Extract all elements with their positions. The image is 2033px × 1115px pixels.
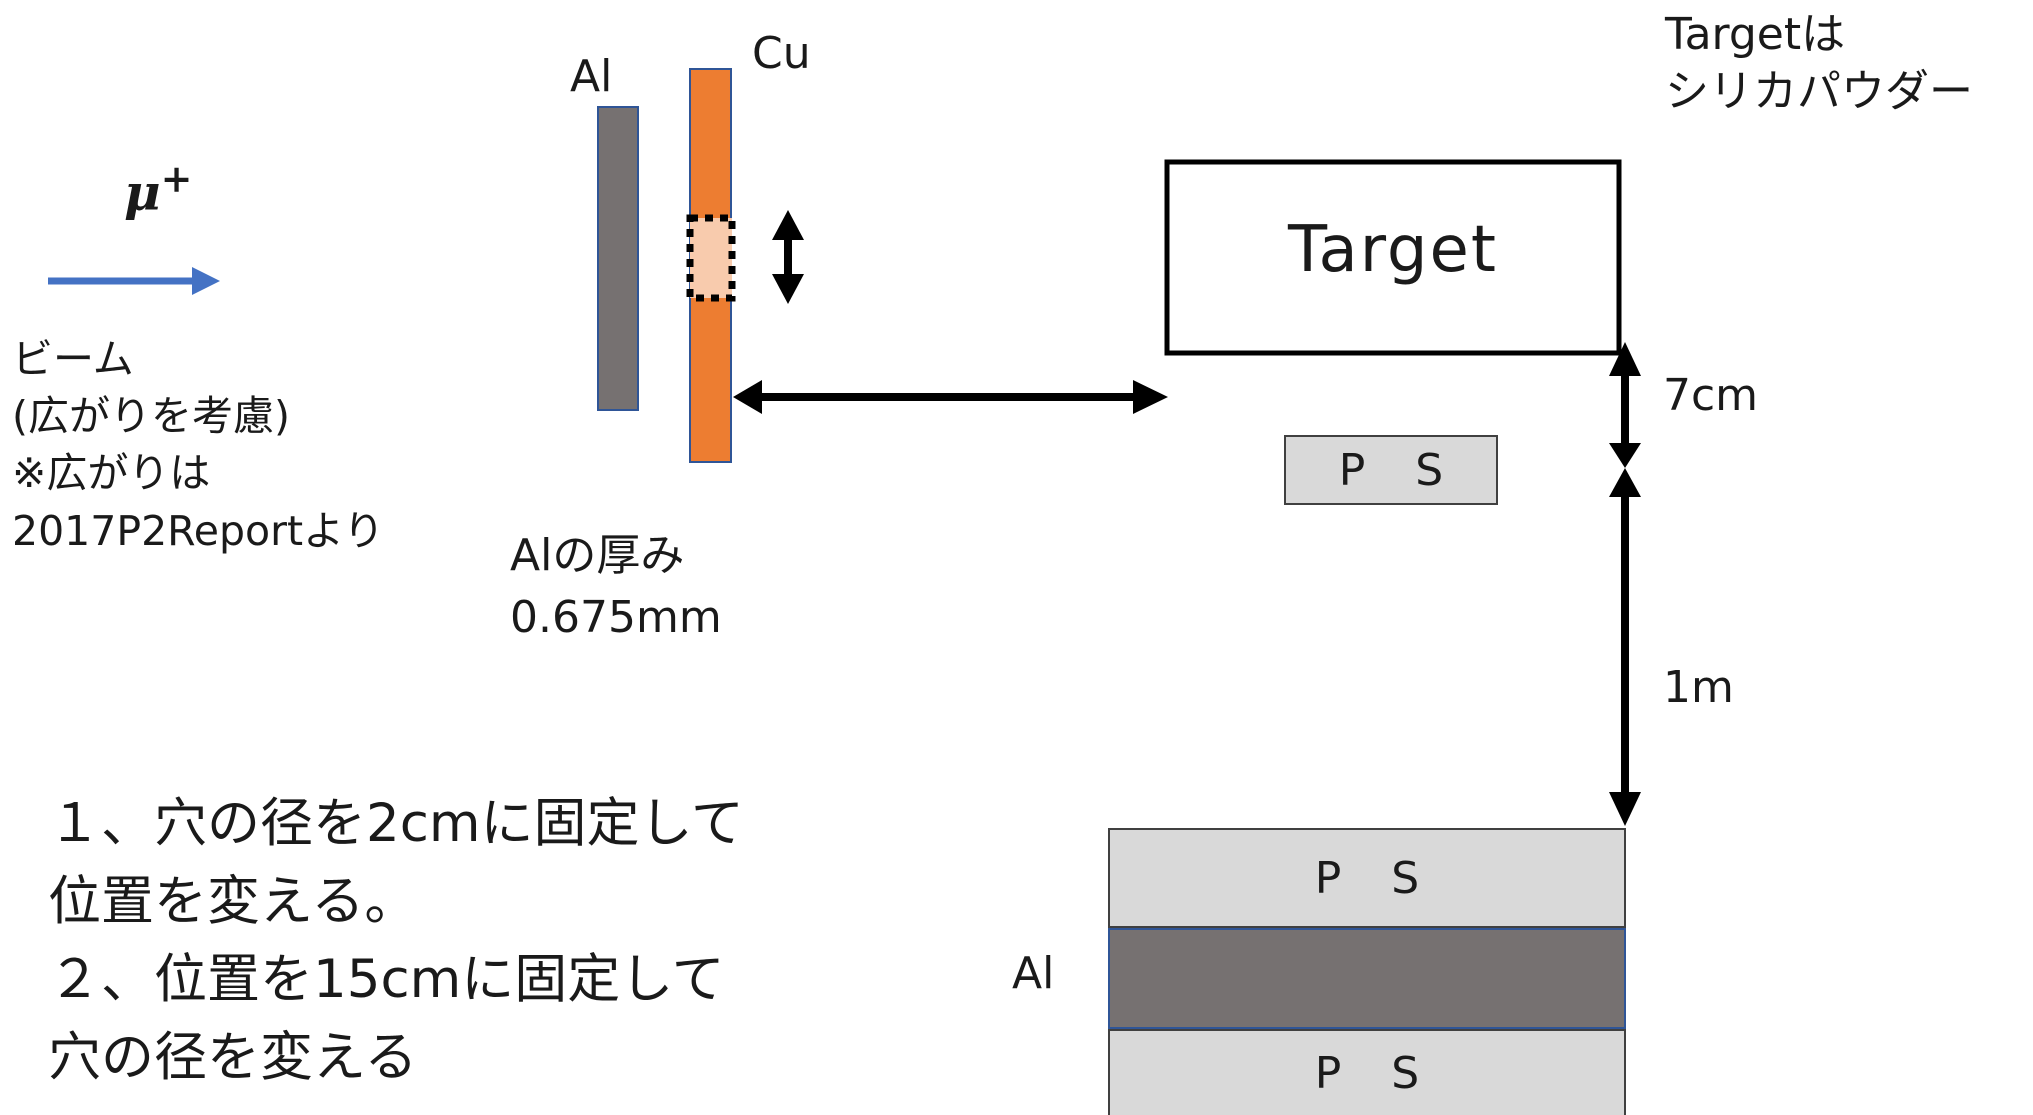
hole-position-arrow	[772, 210, 804, 304]
cu-hole	[686, 214, 736, 302]
beam-particle-label: μ+	[124, 160, 192, 218]
target-note-line: Targetは	[1665, 9, 1846, 60]
condition-line: １、穴の径を2cmに固定して	[48, 793, 744, 854]
cu-plate-label: Cu	[752, 28, 811, 79]
ps-detector-upper: P S	[1108, 828, 1626, 928]
al-thickness-label: Alの厚み	[510, 530, 685, 581]
al-absorber-label: Al	[1012, 948, 1055, 999]
condition-line: ２、位置を15cmに固定して	[48, 948, 725, 1010]
al-plate	[597, 106, 639, 411]
plate-target-distance-arrow	[733, 380, 1168, 414]
target-label: Target	[1288, 213, 1498, 287]
al-plate-label: Al	[570, 51, 613, 102]
gap-1m-arrow	[1609, 468, 1641, 826]
ps-detector-small-label: P S	[1338, 444, 1462, 496]
particle-symbol: μ	[124, 162, 161, 222]
target-note: Targetは シリカパウダー	[1665, 6, 1973, 120]
al-thickness-note: Alの厚み 0.675mm	[510, 525, 722, 648]
ps-detector-upper-label: P S	[1314, 852, 1438, 904]
ps-detector-lower: P S	[1108, 1029, 1626, 1115]
beam-caption-line: ※広がりは	[12, 449, 211, 498]
target-box	[1164, 159, 1622, 356]
beam-caption: ビーム (広がりを考慮) ※広がりは 2017P2Reportより	[12, 335, 384, 556]
al-thickness-value: 0.675mm	[510, 591, 722, 643]
conditions-text: １、穴の径を2cmに固定して 位置を変える。 ２、位置を15cmに固定して 穴の…	[48, 785, 744, 1097]
target-note-line: シリカパウダー	[1665, 66, 1973, 118]
gap-7cm-label: 7cm	[1663, 370, 1759, 421]
gap-7cm-arrow	[1609, 342, 1641, 468]
condition-line: 位置を変える。	[48, 870, 418, 932]
al-absorber	[1108, 928, 1626, 1029]
beam-caption-line: 2017P2Reportより	[12, 506, 385, 555]
ps-detector-lower-label: P S	[1314, 1047, 1438, 1099]
condition-line: 穴の径を変える	[48, 1026, 418, 1088]
gap-1m-label: 1m	[1663, 662, 1734, 713]
beam-caption-line: ビーム	[12, 335, 134, 383]
particle-charge: +	[160, 156, 193, 201]
beam-caption-line: (広がりを考慮)	[12, 392, 290, 441]
ps-detector-small: P S	[1284, 435, 1498, 505]
